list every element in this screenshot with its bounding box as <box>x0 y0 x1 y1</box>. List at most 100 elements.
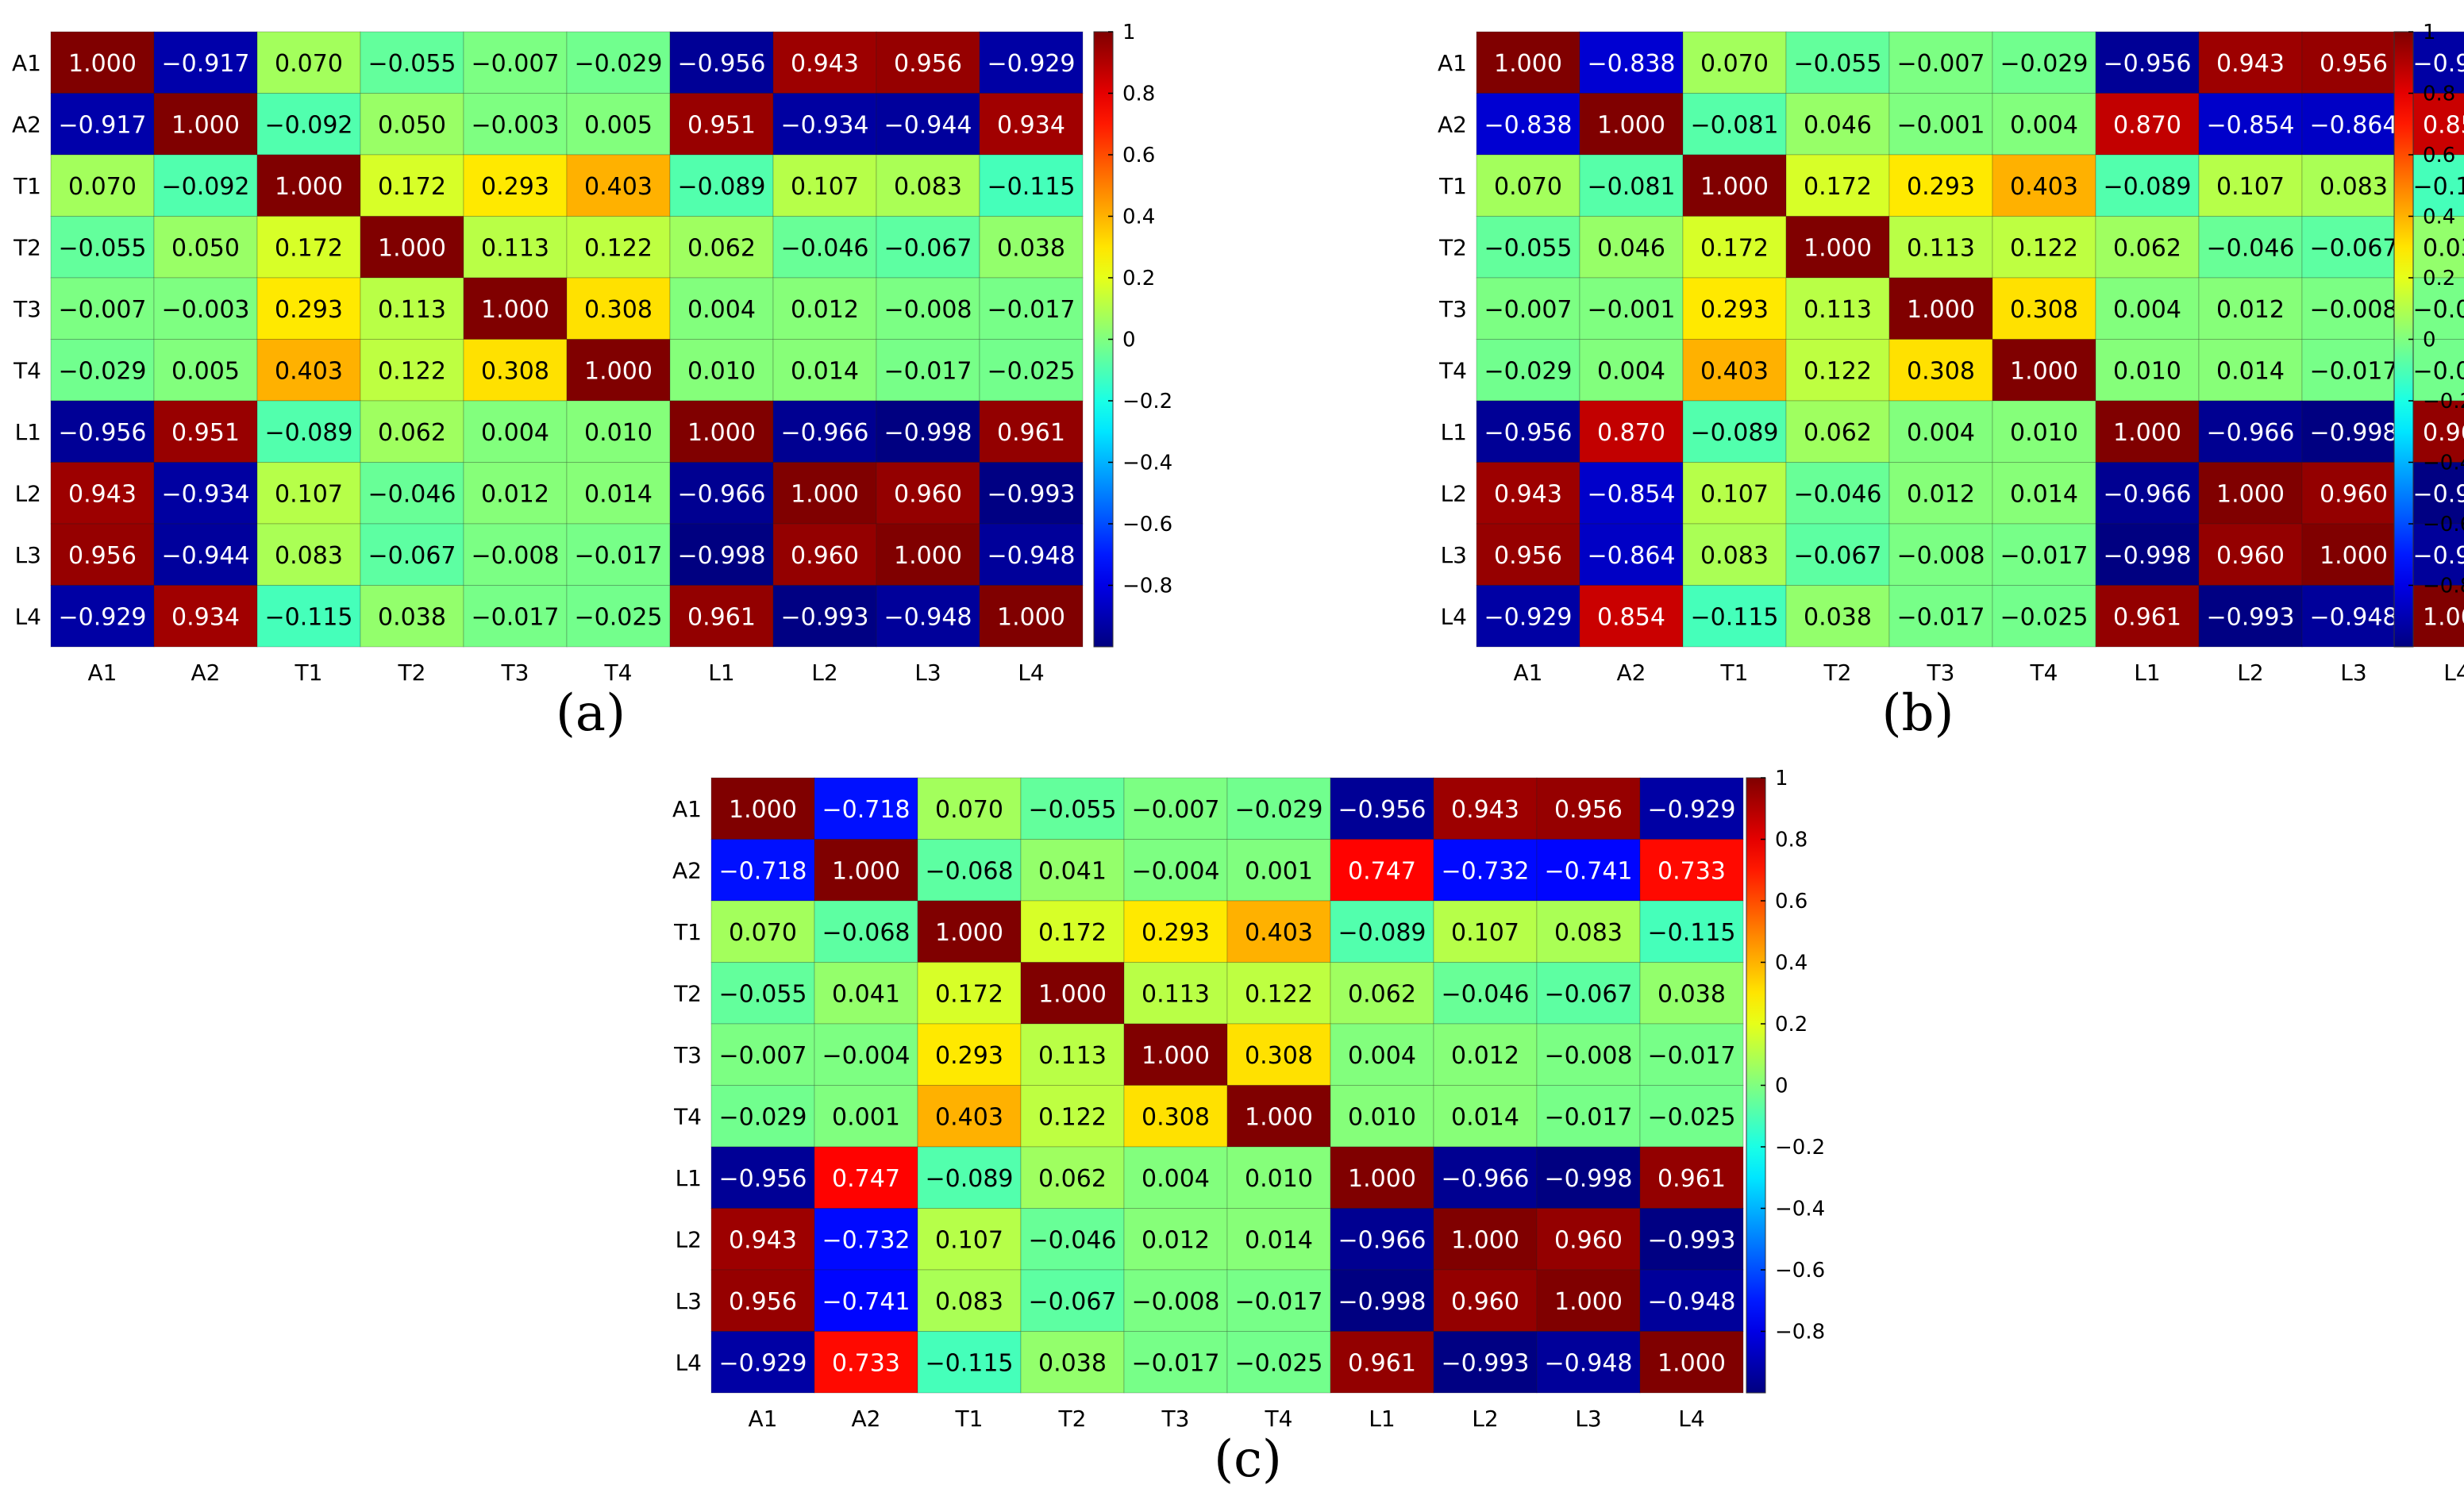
cell-value-label: 1.000 <box>1657 1349 1726 1377</box>
heatmap-cell <box>1579 277 1684 340</box>
heatmap-cell <box>1785 93 1890 156</box>
heatmap-cell <box>256 277 361 340</box>
cell-value-label: 0.113 <box>481 234 549 262</box>
heatmap-cell <box>2095 277 2200 340</box>
cell-value-label: 1.000 <box>894 542 962 570</box>
cell-value-label: 1.000 <box>1142 1042 1210 1070</box>
cell-value-label: 1.000 <box>1245 1103 1313 1131</box>
heatmap-cell <box>1123 1269 1228 1332</box>
heatmap-cell <box>772 585 877 648</box>
heatmap-cell <box>463 462 568 525</box>
row-tick-label: T1 <box>1438 173 1467 199</box>
cell-value-label: −0.007 <box>1484 296 1572 324</box>
cell-value-label: 0.122 <box>584 234 653 262</box>
cell-value-label: −0.998 <box>677 542 765 570</box>
cell-value-label: 0.961 <box>997 419 1065 447</box>
cell-value-label: 0.934 <box>997 111 1065 139</box>
cell-value-label: 1.000 <box>791 480 859 508</box>
cell-value-label: 0.747 <box>1348 857 1416 885</box>
heatmap-cell <box>1992 523 2096 586</box>
heatmap-cell <box>1020 900 1125 963</box>
cell-value-label: −0.929 <box>2412 50 2464 78</box>
cell-value-label: −0.029 <box>2000 50 2088 78</box>
heatmap-cell <box>153 585 258 648</box>
colorbar-tick-label: 0 <box>1122 329 1136 352</box>
cell-value-label: 0.014 <box>584 480 653 508</box>
colorbar-tick-label: −0.2 <box>1775 1136 1825 1160</box>
row-tick-label: L4 <box>676 1349 702 1375</box>
cell-value-label: 1.000 <box>2113 419 2181 447</box>
colorbar-tick-label: −0.4 <box>2423 452 2464 475</box>
cell-value-label: 0.403 <box>2010 173 2078 201</box>
column-tick-label: L1 <box>708 660 734 686</box>
cell-value-label: −0.993 <box>2412 480 2464 508</box>
cell-value-label: −0.068 <box>822 919 910 947</box>
row-tick-label: T4 <box>673 1103 702 1129</box>
heatmap-cell <box>2198 462 2303 525</box>
row-tick-label: A2 <box>12 111 41 137</box>
heatmap-cell <box>814 1085 918 1148</box>
heatmap-cell <box>1536 1085 1641 1148</box>
heatmap-cell <box>772 523 877 586</box>
heatmap-cell <box>917 1269 1022 1332</box>
cell-value-label: 0.070 <box>1700 50 1769 78</box>
heatmap-cell <box>1888 31 1993 94</box>
heatmap-cell <box>917 839 1022 902</box>
heatmap-cell <box>1476 585 1580 648</box>
cell-value-label: 0.172 <box>935 980 1003 1008</box>
heatmap-cell <box>814 777 918 840</box>
cell-value-label: 1.000 <box>687 419 756 447</box>
cell-value-label: −0.007 <box>471 50 559 78</box>
cell-value-label: 0.038 <box>1657 980 1726 1008</box>
cell-value-label: 0.062 <box>1804 419 1872 447</box>
cell-value-label: 0.733 <box>1657 857 1726 885</box>
heatmap-cell <box>1476 400 1580 463</box>
cell-value-label: −0.017 <box>1896 603 1985 631</box>
column-tick-label: L2 <box>1472 1406 1498 1432</box>
cell-value-label: 1.000 <box>1597 111 1665 139</box>
cell-value-label: 0.172 <box>1038 919 1107 947</box>
heatmap-cell <box>1785 154 1890 217</box>
cell-value-label: −0.864 <box>2309 111 2397 139</box>
colorbar-tick-label: −0.2 <box>1122 390 1172 413</box>
heatmap-cell <box>360 339 464 402</box>
cell-value-label: −0.046 <box>1441 980 1529 1008</box>
cell-value-label: −0.029 <box>574 50 662 78</box>
cell-value-label: 0.122 <box>378 357 446 385</box>
cell-value-label: −0.001 <box>1896 111 1985 139</box>
heatmap-cell <box>256 31 361 94</box>
cell-value-label: −0.929 <box>718 1349 807 1377</box>
cell-value-label: −0.944 <box>884 111 972 139</box>
heatmap-cell <box>772 31 877 94</box>
heatmap-cell <box>2095 585 2200 648</box>
cell-value-label: −0.089 <box>1690 419 1778 447</box>
heatmap-cell <box>710 1331 815 1394</box>
heatmap-cell <box>1123 1208 1228 1271</box>
heatmap-cell <box>360 462 464 525</box>
cell-value-label: −0.004 <box>1131 857 1219 885</box>
heatmap-cell <box>1579 31 1684 94</box>
cell-value-label: 1.000 <box>1038 980 1107 1008</box>
heatmap-cell <box>979 31 1084 94</box>
heatmap-cell <box>1020 777 1125 840</box>
row-tick-label: L2 <box>15 480 41 506</box>
cell-value-label: 0.854 <box>2423 111 2464 139</box>
column-tick-label: T4 <box>2030 660 2058 686</box>
column-tick-label: T1 <box>1720 660 1749 686</box>
cell-value-label: 0.107 <box>275 480 343 508</box>
cell-value-label: 0.012 <box>791 296 859 324</box>
heatmap-cell <box>1682 585 1787 648</box>
cell-value-label: −0.017 <box>1647 1042 1735 1070</box>
heatmap-cell <box>1682 93 1787 156</box>
cell-value-label: −0.089 <box>264 419 352 447</box>
cell-value-label: 0.014 <box>2010 480 2078 508</box>
cell-value-label: 0.403 <box>935 1103 1003 1131</box>
heatmap-cell <box>917 1208 1022 1271</box>
heatmap-cell <box>1020 1208 1125 1271</box>
heatmap-cell <box>876 523 980 586</box>
cell-value-label: 0.004 <box>2113 296 2181 324</box>
heatmap-cell <box>2095 154 2200 217</box>
column-tick-label: L4 <box>1018 660 1044 686</box>
heatmap-cell <box>1888 339 1993 402</box>
